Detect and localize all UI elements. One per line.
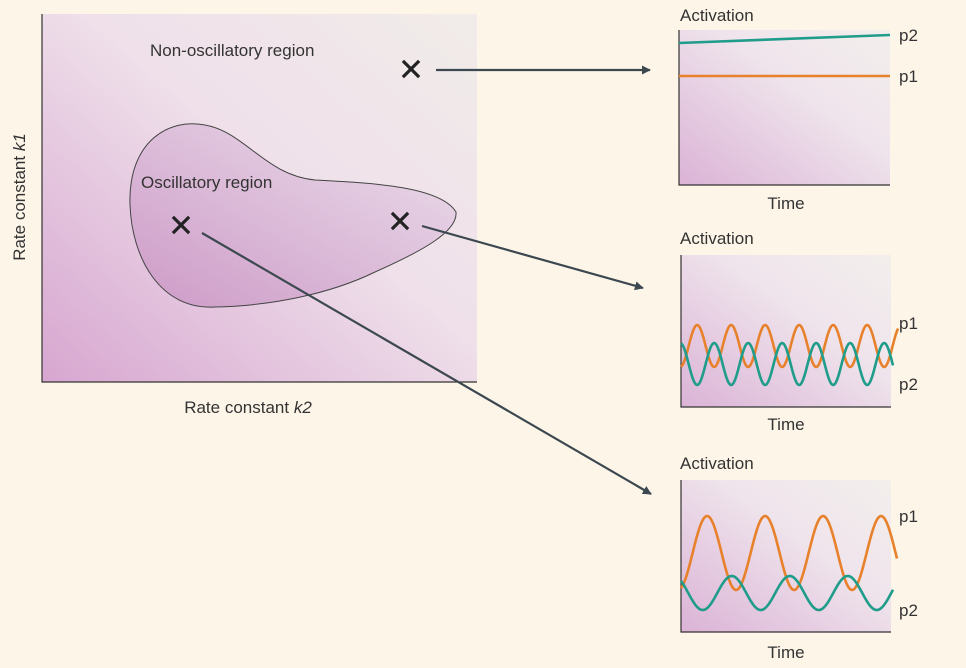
panel-axes bbox=[680, 255, 891, 408]
activation-label: Activation bbox=[680, 229, 754, 248]
activation-panel-small-oscillation: Activation Time p1 p2 bbox=[680, 229, 918, 434]
panel-background bbox=[681, 480, 891, 632]
oscillatory-region-label: Oscillatory region bbox=[141, 173, 272, 192]
panel-axes bbox=[680, 480, 891, 633]
p1-label: p1 bbox=[899, 314, 918, 333]
p1-label: p1 bbox=[899, 507, 918, 526]
x-marker-non-oscillatory bbox=[401, 59, 421, 79]
connecting-arrows bbox=[201, 65, 652, 495]
activation-panel-large-oscillation: Activation Time p1 p2 bbox=[679, 454, 918, 662]
p1-trace bbox=[679, 514, 899, 592]
p2-label: p2 bbox=[899, 601, 918, 620]
activation-label: Activation bbox=[680, 6, 754, 25]
oscillatory-region-boundary bbox=[129, 123, 457, 308]
time-label: Time bbox=[767, 643, 804, 662]
time-label: Time bbox=[767, 415, 804, 434]
panel-background bbox=[679, 30, 890, 185]
p2-label: p2 bbox=[899, 26, 918, 45]
activation-panel-steady: Activation Time p2 p1 bbox=[678, 6, 918, 213]
p2-trace bbox=[680, 341, 895, 387]
non-oscillatory-region-label: Non-oscillatory region bbox=[150, 41, 314, 60]
p2-label: p2 bbox=[899, 375, 918, 394]
x-marker-oscillatory-center bbox=[171, 215, 191, 235]
x-marker-oscillatory-edge bbox=[390, 211, 410, 231]
y-axis-label: Rate constant k1 bbox=[10, 133, 29, 261]
panel-axes bbox=[678, 30, 890, 186]
arrow-to-small-oscillation-panel bbox=[421, 224, 644, 291]
panel-background bbox=[681, 255, 891, 407]
p2-trace bbox=[678, 33, 891, 45]
arrow-to-large-oscillation-panel bbox=[201, 232, 652, 495]
p1-label: p1 bbox=[899, 67, 918, 86]
phase-diagram-axes bbox=[41, 14, 477, 383]
phase-diagram: Rate constant k1 Rate constant k2 Non-os… bbox=[10, 14, 477, 417]
x-axis-label: Rate constant k2 bbox=[184, 398, 312, 417]
activation-label: Activation bbox=[680, 454, 754, 473]
p1-trace bbox=[680, 323, 900, 369]
p2-trace bbox=[679, 574, 895, 612]
time-label: Time bbox=[767, 194, 804, 213]
